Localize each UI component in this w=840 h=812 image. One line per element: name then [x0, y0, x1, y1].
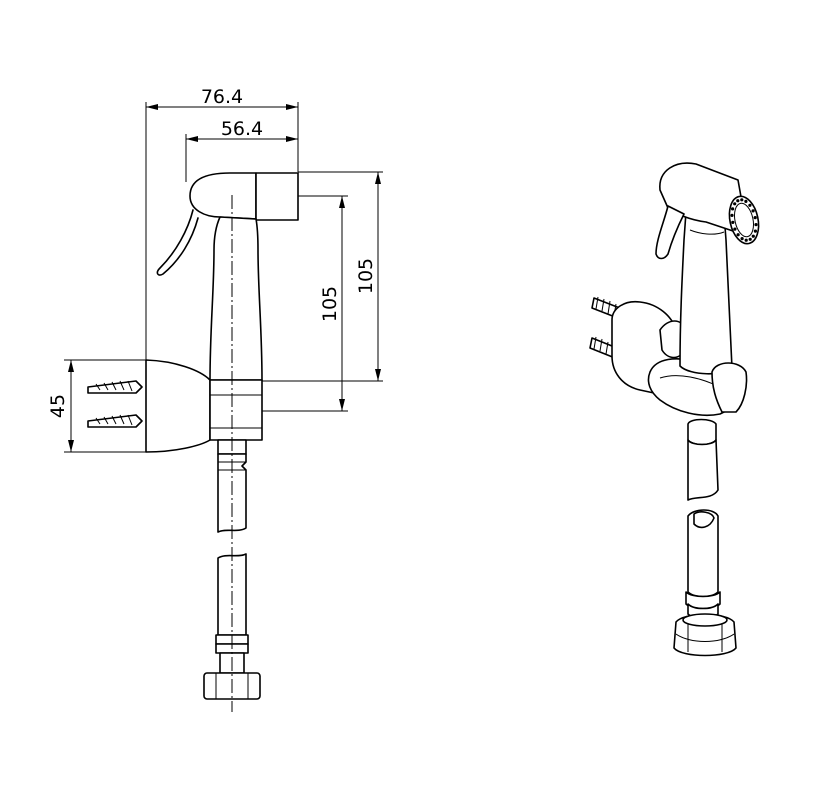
- nozzle-hole: [744, 238, 748, 242]
- nozzle-hole: [753, 229, 758, 233]
- nozzle-hole: [730, 213, 734, 217]
- iso-holder-clip: [711, 362, 748, 413]
- nozzle-hole: [733, 202, 737, 206]
- nozzle-hole: [736, 233, 740, 237]
- nozzle-hole: [731, 220, 735, 224]
- wall-bracket: [145, 359, 263, 453]
- iso-spray-head: [659, 162, 760, 245]
- iso-hose-lower: [685, 509, 721, 620]
- nozzle-holes: [730, 198, 758, 242]
- nozzle-hole: [748, 237, 752, 241]
- dimension-bracket-height: 45: [47, 359, 146, 453]
- dim-label-height-inner: 105: [319, 286, 341, 322]
- trigger-lever: [156, 209, 199, 276]
- dim-label-spray-width: 56.4: [221, 118, 263, 140]
- nozzle-hole: [748, 203, 752, 207]
- side-view: 76.4 56.4: [47, 86, 383, 712]
- nozzle-hole: [751, 209, 755, 213]
- iso-handle: [679, 206, 733, 375]
- nozzle-hole: [754, 223, 758, 227]
- nozzle-hole: [731, 207, 735, 211]
- dimension-height-outer: 105: [262, 171, 383, 382]
- nozzle-hole: [736, 199, 740, 203]
- dim-label-overall-width: 76.4: [201, 86, 243, 108]
- nozzle-hole: [740, 198, 744, 202]
- isometric-view: [589, 162, 760, 657]
- iso-trigger-lever: [655, 205, 685, 260]
- wall-plugs: [87, 380, 143, 428]
- nozzle-hole: [744, 199, 748, 203]
- dimension-height-inner: 105: [262, 195, 348, 412]
- nozzle-hole: [753, 216, 757, 220]
- iso-hose-upper: [687, 418, 719, 501]
- nozzle-face: [728, 195, 760, 245]
- handle: [209, 216, 263, 381]
- dim-label-bracket-height: 45: [47, 394, 69, 418]
- nozzle-hole: [740, 237, 744, 241]
- dimension-spray-width: 56.4: [185, 118, 298, 182]
- iso-hex-nut: [673, 613, 737, 657]
- dim-label-height-outer: 105: [355, 258, 377, 294]
- nozzle-hole: [751, 234, 755, 238]
- wall-plug-upper: [87, 380, 143, 394]
- dimension-overall-width: 76.4: [145, 86, 299, 360]
- wall-plug-lower: [87, 414, 143, 428]
- spray-head: [189, 172, 299, 221]
- nozzle-hole: [733, 227, 737, 231]
